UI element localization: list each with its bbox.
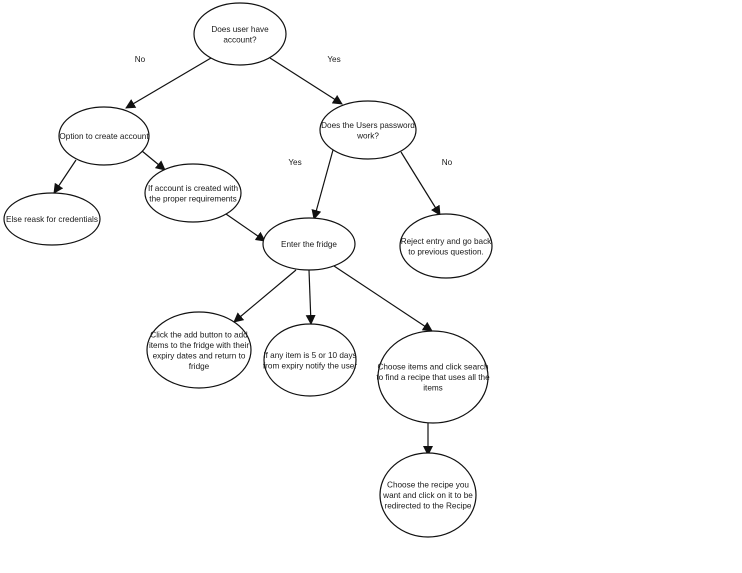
node-label-line: items to the fridge with their — [149, 341, 249, 350]
node-ellipse — [146, 311, 252, 389]
node-label-line: Else reask for credentials — [6, 215, 98, 224]
node-ellipse — [58, 106, 150, 166]
node-label-line: Option to create account — [59, 132, 149, 141]
node-ellipse — [319, 100, 417, 160]
edge-label-no-2: No — [442, 158, 453, 167]
node-ellipse — [379, 452, 477, 538]
edges-layer — [53, 57, 441, 456]
node-label-line: to previous question. — [408, 247, 484, 256]
node-label-line: Does user have — [211, 25, 269, 34]
node-label-line: If any item is 5 or 10 days — [263, 351, 356, 360]
node-label-line: expiry dates and return to — [153, 351, 246, 360]
node-ellipse — [399, 213, 493, 279]
arrow-enter-fridge-to-search — [333, 265, 433, 332]
node-label-line: from expiry notify the user — [263, 361, 357, 370]
arrow-enter-fridge-to-notify — [305, 269, 316, 325]
node-label-line: to find a recipe that uses all the — [376, 373, 490, 382]
edge-label-yes-2: Yes — [288, 158, 301, 167]
edge-label-no-1: No — [135, 55, 146, 64]
arrow-create-option-to-account-created — [141, 150, 166, 171]
node-label-line: Enter the fridge — [281, 240, 337, 249]
node-ellipse — [377, 330, 489, 424]
arrow-password-works-to-reject — [400, 151, 441, 216]
node-label-line: redirected to the Recipe — [385, 502, 472, 511]
node-label-line: If account is created with — [148, 184, 239, 193]
node-label-line: Does the Users password — [321, 121, 415, 130]
arrow-has-account-to-password-works — [269, 57, 343, 105]
arrow-enter-fridge-to-add-items — [233, 269, 297, 323]
node-label-line: the proper requirements — [149, 194, 236, 203]
node-ellipse — [193, 2, 287, 66]
arrow-account-created-to-enter-fridge — [225, 213, 266, 242]
node-label-line: Choose items and click search — [377, 363, 488, 372]
node-label-line: Click the add button to add — [150, 330, 248, 339]
node-add-items: Click the add button to add items to the … — [146, 311, 252, 389]
node-label-line: fridge — [189, 362, 210, 371]
node-ellipse — [263, 323, 357, 397]
node-label-line: Choose the recipe you — [387, 481, 469, 490]
node-ellipse — [3, 192, 101, 246]
node-reask: Else reask for credentials — [3, 192, 101, 246]
arrow-password-works-to-enter-fridge — [311, 149, 334, 220]
node-label-line: account? — [223, 35, 257, 44]
arrow-create-option-to-reask — [53, 159, 77, 194]
node-label-line: want and click on it to be — [382, 491, 473, 500]
node-label-line: work? — [356, 131, 379, 140]
node-label-line: Reject entry and go back — [401, 237, 492, 246]
arrow-has-account-to-create-option — [125, 57, 212, 109]
node-ellipse — [262, 217, 356, 271]
node-label-line: items — [423, 384, 443, 393]
node-create-option: Option to create account — [58, 106, 150, 166]
edge-label-yes-1: Yes — [327, 55, 340, 64]
node-enter-fridge: Enter the fridge — [262, 217, 356, 271]
node-ellipse — [144, 163, 242, 223]
